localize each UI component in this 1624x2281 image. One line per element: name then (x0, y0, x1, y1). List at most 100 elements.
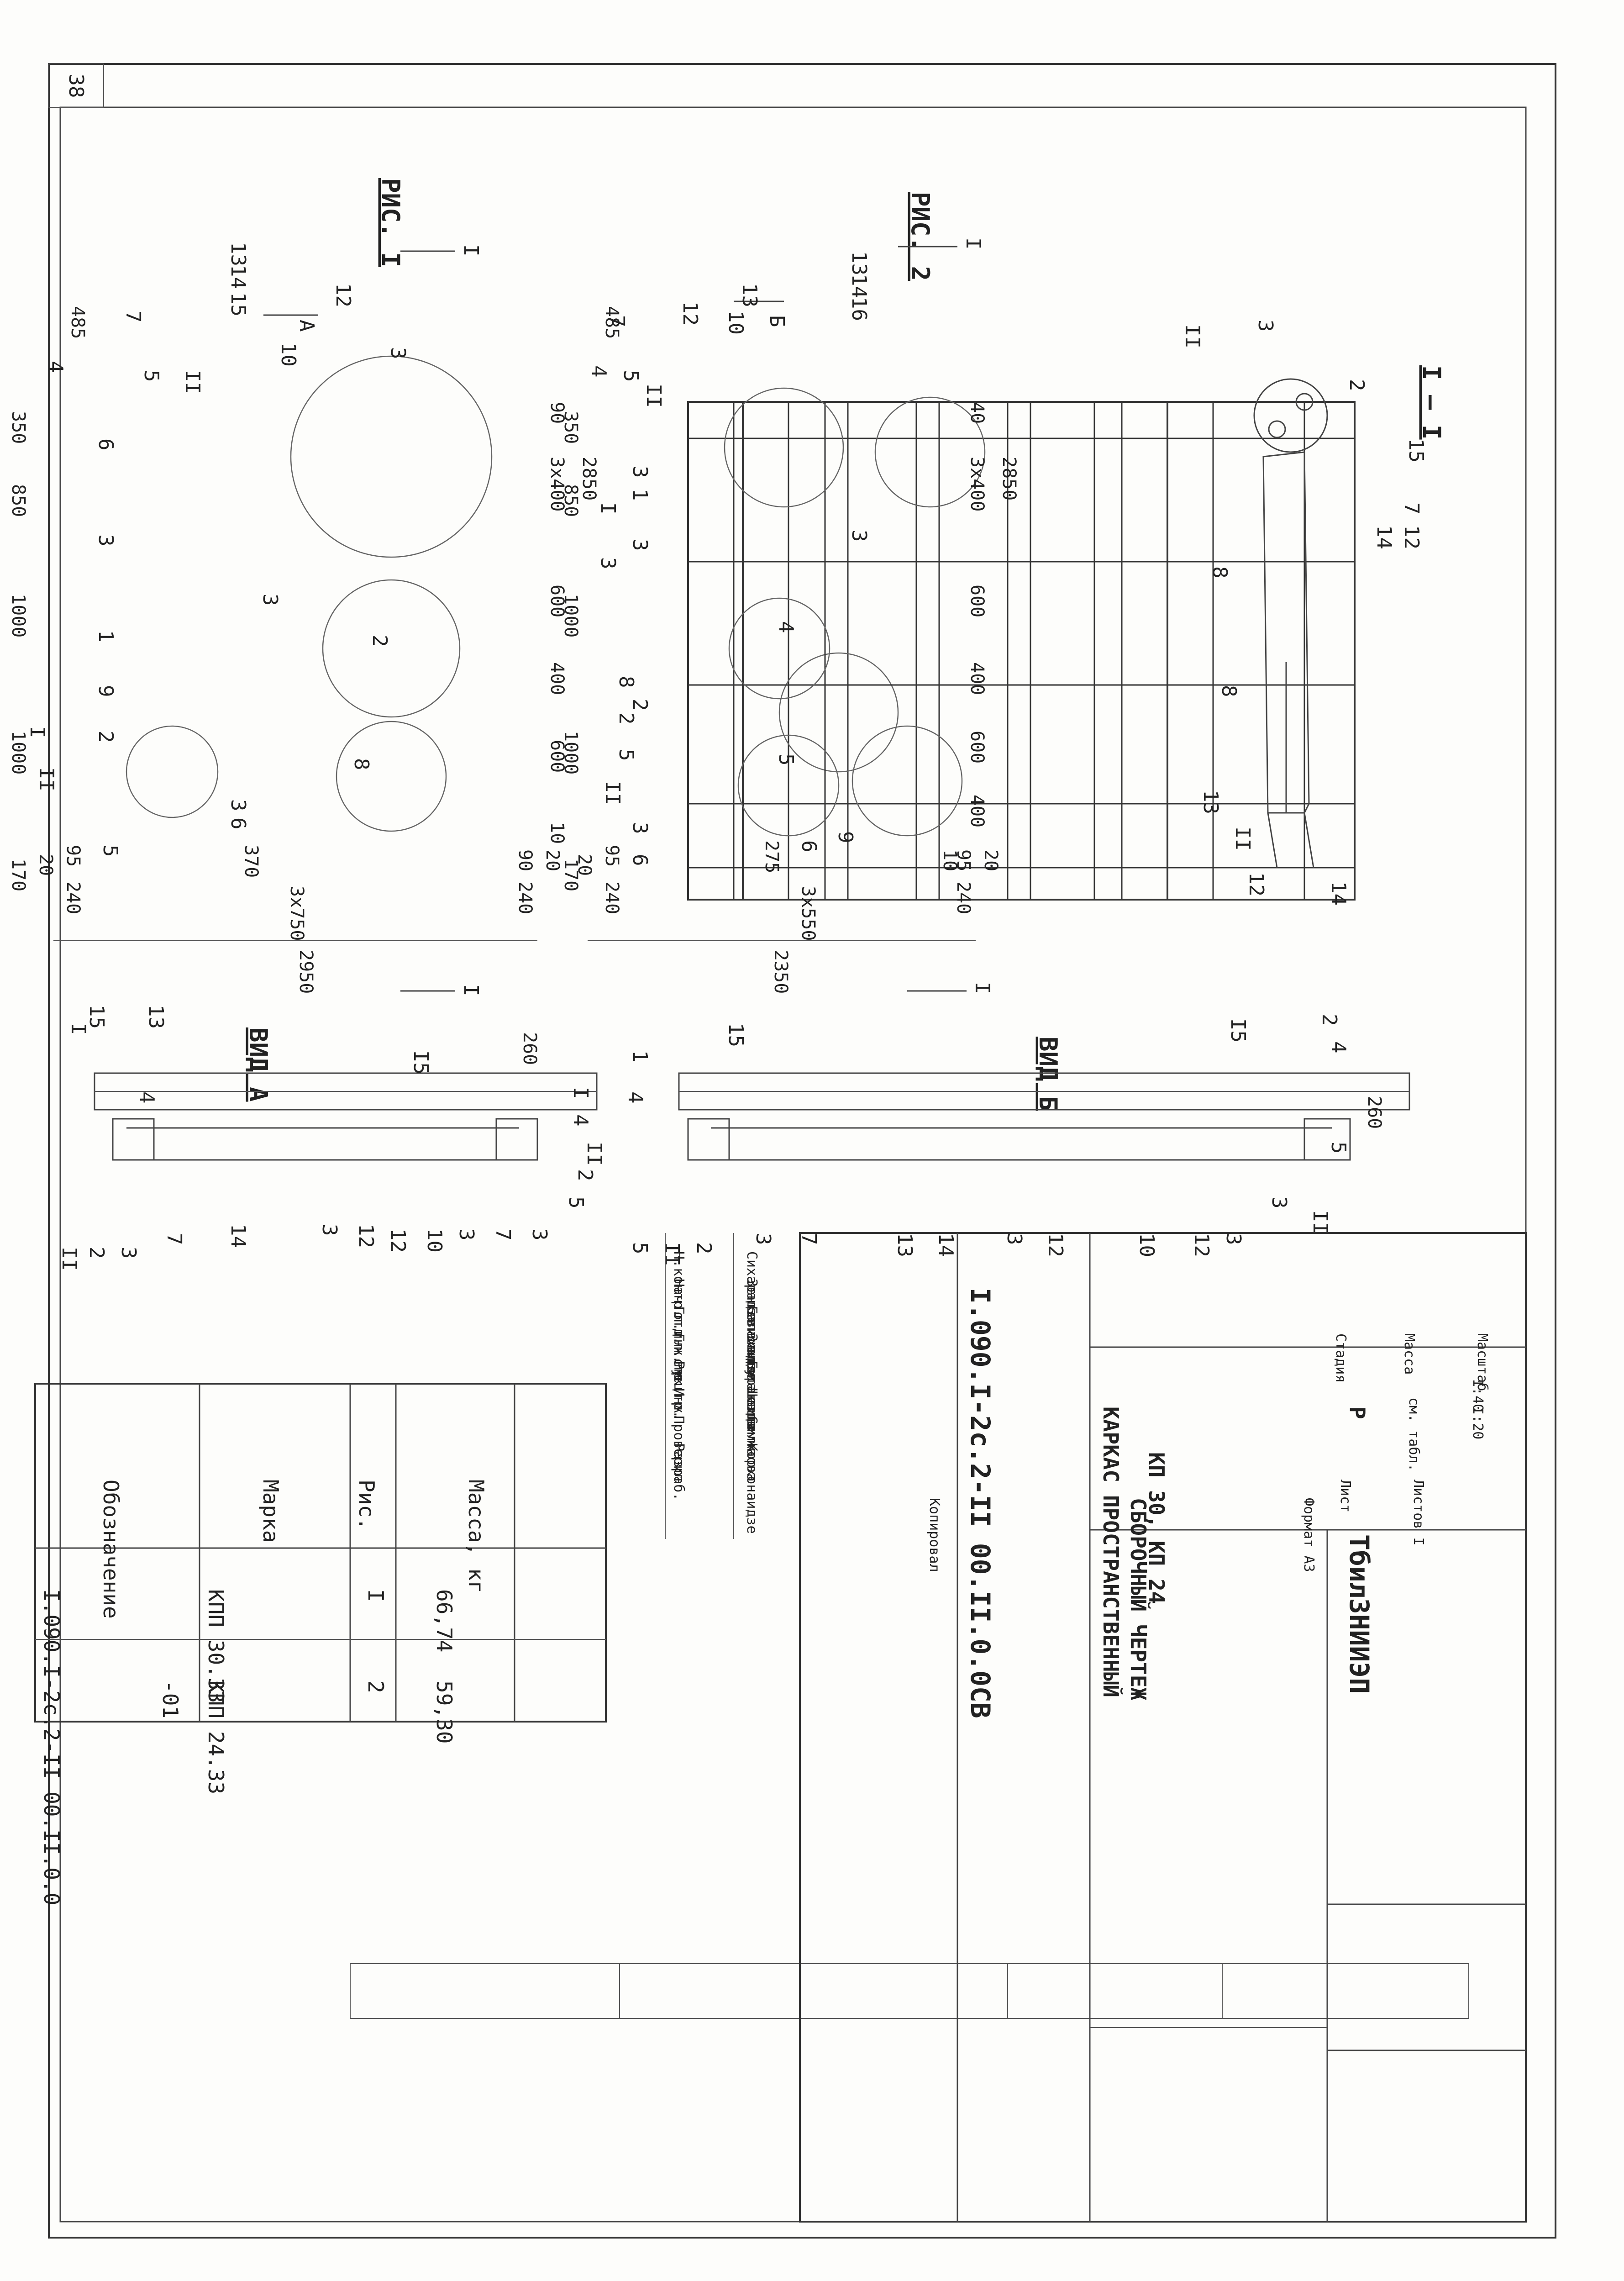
callout: 5 (615, 749, 638, 761)
detail-circle (126, 725, 219, 818)
table-header: Обозначение (99, 1480, 123, 1619)
fig2-dim-left-0: 350 (560, 411, 581, 444)
view-a-height: 260 (519, 1032, 540, 1065)
callout: 14 (226, 1224, 250, 1248)
callout: 14 (934, 1233, 957, 1257)
signature-role: Нач.отд. (671, 1279, 687, 1345)
fig2-dim-top-5: 3x550 (798, 886, 819, 941)
signature-name: Зенкевишвили (744, 1279, 760, 1378)
fig2-dim-total: 2350 (770, 950, 791, 994)
organization: ТбилЗНИИЭП (1344, 1534, 1375, 1694)
callout: 12 (1400, 525, 1423, 549)
fig1-dim-right-5: 10 (547, 822, 568, 844)
callout: 3 (1267, 1196, 1291, 1209)
view-b-height: 260 (1364, 1096, 1385, 1129)
sheet-number: 38 (64, 74, 88, 98)
section-leg (1267, 812, 1278, 868)
callout: II (660, 1242, 683, 1266)
signature-name: Корхонаидзе (744, 1443, 760, 1534)
callout: 2 (85, 1247, 108, 1259)
view-a-label: ВИД А (244, 1027, 273, 1102)
callout: 5 (564, 1196, 588, 1209)
table-cell: I (363, 1589, 388, 1602)
callout: II (1181, 324, 1204, 348)
fig2-dim-top-0: 485 (601, 306, 622, 339)
callout: 7 (491, 1228, 515, 1241)
detail-circle (778, 652, 899, 773)
callout: 2 (94, 731, 117, 743)
signature-role: Рук.гр. (671, 1361, 687, 1418)
fig1-dim-total: 2950 (295, 950, 316, 994)
fig1-dim-right-1: 3x400 (547, 457, 568, 511)
fig2-dim-top-4: 275 (761, 840, 782, 873)
scale-header: Масштаб (1474, 1333, 1490, 1391)
fig1-dim-right-6: 90 (547, 402, 568, 424)
callout: 3 (94, 534, 117, 547)
signature-role: Гл.инж.пр. (671, 1306, 687, 1389)
section-1-1: I – I 15 7 12 14 2 3 II 8 8 13 II 14 12 (1181, 320, 1446, 906)
callout: I (67, 1023, 90, 1035)
callout: 5 (774, 753, 798, 766)
mass-value: см. табл. (1406, 1397, 1422, 1472)
fig1-dim-top-8: 20 (542, 849, 563, 871)
callout: 14 (847, 274, 871, 298)
callout: 9 (94, 685, 117, 697)
callout: I5 (409, 1050, 432, 1075)
callout: 3 (847, 530, 871, 542)
fig1-dim-top-5: 3x750 (286, 886, 307, 941)
callout: 13 (226, 242, 250, 266)
callout: 3 (258, 594, 282, 606)
section-bar (1295, 393, 1314, 411)
signature-name: Зинделашвили (744, 1333, 760, 1433)
fig1-dim-top-0: 485 (67, 306, 88, 339)
fig2-dim-top-6: 240 (953, 881, 974, 914)
table-cell: КПП 30.33 (204, 1589, 228, 1703)
detail-circle (724, 387, 844, 508)
callout: 12 (1190, 1233, 1213, 1257)
stage-value: Р (1345, 1407, 1370, 1419)
view-b-node (1303, 1118, 1351, 1161)
cut-mark: I (459, 244, 483, 257)
callout: 12 (354, 1224, 378, 1248)
callout: II (1309, 1210, 1332, 1234)
fig2-dim-left-3: 1000 (560, 731, 581, 774)
fig2-dim-right-0: 2850 (999, 457, 1020, 500)
callout: 3 (1254, 320, 1277, 332)
callout: I (26, 726, 49, 738)
section-leg (1303, 812, 1314, 868)
cut-mark: I (459, 984, 483, 996)
fig2-dim-left-4: 170 (560, 859, 581, 891)
callout: 16 (847, 297, 871, 321)
fig1-long-bars (788, 402, 1305, 900)
side-stamp-strip (350, 1963, 1469, 2019)
callout: 5 (140, 370, 163, 382)
callout: 2 (368, 635, 391, 647)
callout: 7 (121, 311, 145, 323)
callout: 1 (94, 630, 117, 643)
callout: 4 (624, 1091, 647, 1104)
title-block: I.090.I-2c.2-II 00.II.0.0CB КАРКАС ПРОСТ… (665, 1232, 1527, 2223)
callout: 1 (628, 1050, 652, 1063)
fig1-dim-right-3: 400 (547, 662, 568, 695)
callout: 3 (528, 1228, 551, 1241)
table-frame (34, 1383, 607, 1723)
mass-header: Масса (1401, 1333, 1417, 1375)
fig1-dim-left-2: 1000 (8, 594, 29, 637)
callout: 2 (1318, 1014, 1341, 1026)
fig2-dim-top-8: 20 (980, 849, 1001, 871)
callout: 14 (1327, 881, 1350, 906)
mass-table: Обозначение Марка Рис. Масса, кг I.090.I… (34, 1383, 607, 1905)
scale-value-2: I:20 (1470, 1407, 1486, 1439)
callout: 12 (1245, 872, 1268, 896)
table-cell: -01 (158, 1680, 183, 1718)
signature-role: Н.контр. (671, 1251, 687, 1317)
callout: II (601, 781, 624, 805)
fig2-dim-top-7: 95 (953, 849, 974, 871)
callout: II (58, 1247, 81, 1271)
callout: 7 (605, 315, 629, 327)
callout: 3 (1222, 1233, 1245, 1245)
fig1-dim-top-7: 90 (515, 849, 536, 871)
fig2-dim-right-7: 40 (967, 402, 988, 424)
callout: 2 (628, 699, 652, 711)
